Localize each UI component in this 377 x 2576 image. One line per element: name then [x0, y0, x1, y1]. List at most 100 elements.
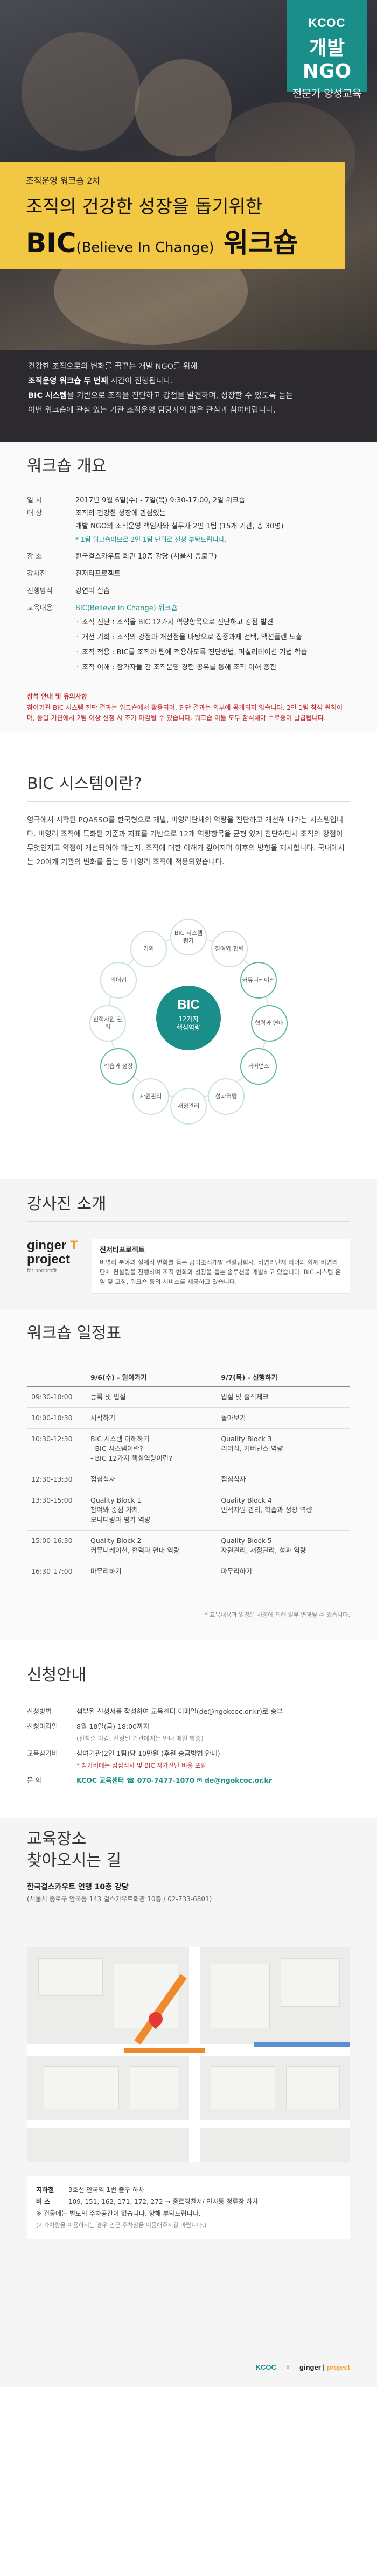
logo-separator: x: [285, 2363, 290, 2371]
intro-line: 조직운영 워크숍 두 번째 시간이 진행됩니다.: [28, 374, 377, 389]
row-value: 8월 18일(금) 18:00까지: [76, 1722, 150, 1730]
hero-banner: KCOC 개발NGO 전문가 양성교육 조직운영 워크숍 2차 조직의 건강한 …: [0, 0, 377, 350]
diagram-center: BIC 12가지 핵심역량: [156, 986, 221, 1050]
venue-name: 한국걸스카우트 연맹 10층 강당: [27, 1883, 129, 1891]
intro-line: 이번 워크숍에 관심 있는 기관 조직운영 담당자의 많은 관심과 참여바랍니다…: [28, 406, 276, 415]
schedule-cell: 입실 및 출석체크: [217, 1386, 350, 1408]
transit-value: 3호선 안국역 1번 출구 하차: [68, 2186, 144, 2194]
list-item: · 조직 진단 : 조직을 BIC 12가지 역량항목으로 진단하고 강점 발견: [76, 618, 274, 626]
schedule-cell: 마무리하기: [86, 1561, 217, 1582]
row-key: 신청마감일: [27, 1722, 58, 1730]
intro-text: 건강한 조직으로의 변화를 꿈꾸는 개발 NGO를 위해 조직운영 워크숍 두 …: [0, 350, 377, 442]
table-header: 9/6(수) - 알아가기 9/7(목) - 실행하기: [27, 1368, 350, 1387]
center-title: BIC: [177, 997, 200, 1012]
col-header: [27, 1368, 86, 1387]
row-value: 첨부된 신청서를 작성하여 교육센터 이메일(de@ngokcoc.or.kr)…: [76, 1707, 283, 1715]
transit-sub: (지가차량을 이용하시는 경우 인근 주차장을 이용해주시길 바랍니다.): [36, 2222, 207, 2229]
diagram-node: 성과역량: [208, 1078, 245, 1115]
intro-rest: 시간이 진행됩니다.: [108, 377, 173, 386]
intro-rest: 을 기반으로 조직을 진단하고 강점을 발견하며, 성장할 수 있도록 돕는: [67, 392, 293, 400]
diagram-node: BIC 시스템 평가: [170, 919, 207, 955]
instructor-card: 진저티프로젝트 비영리 분야의 실제적 변화를 돕는 공익조직개발 컨설팅회사.…: [92, 1239, 350, 1294]
row-key: 대 상: [27, 509, 43, 518]
schedule-section: 워크숍 일정표 9/6(수) - 알아가기 9/7(목) - 실행하기 09:3…: [0, 1309, 377, 1640]
row-value: (선착순 마감, 선정된 기관에게는 안내 메일 발송): [76, 1735, 204, 1742]
kcoc-logo: KCOC: [255, 2363, 276, 2371]
map-bus-route: [254, 2042, 350, 2047]
time-cell: 15:00-16:30: [27, 1530, 86, 1561]
time-cell: 10:00-10:30: [27, 1407, 86, 1429]
apply-row: * 참가비에는 점심식사 및 BIC 자가진단 비용 포함: [0, 1760, 377, 1771]
overview-row: 진행방식 강연과 실습: [0, 585, 377, 598]
notice-body: 참여기관 BIC 시스템 진단 결과는 워크숍에서 활용되며, 진단 결과는 외…: [27, 704, 343, 722]
row-key: [27, 1760, 76, 1771]
photo-figure: [22, 32, 140, 151]
apply-row: (선착순 마감, 선정된 기관에게는 안내 메일 발송): [0, 1733, 377, 1744]
logo-word: ginger: [299, 2363, 321, 2371]
section-heading: 교육장소 찾아오시는 길: [0, 1818, 377, 1872]
row-key: 진행방식: [27, 587, 53, 595]
row-value: 참여기관(2인 1팀)당 10만원 (후원 송금방법 안내): [76, 1749, 220, 1757]
transit-key: 버 스: [36, 2198, 51, 2205]
row-value: 2017년 9월 6일(수) - 7일(목) 9:30-17:00, 2일 워크…: [75, 497, 246, 505]
row-key: 일 시: [27, 497, 43, 505]
overview-section: 워크숍 개요 일 시 2017년 9월 6일(수) - 7일(목) 9:30-17…: [0, 442, 377, 732]
schedule-cell: 점심식사: [217, 1469, 350, 1490]
diagram-node: 협력과 연대: [251, 1005, 288, 1042]
row-value: BIC(Believe in Change) 워크숍: [75, 604, 178, 612]
photo-figure: [135, 59, 232, 156]
map-block: [211, 1964, 270, 2028]
title-line: 조직의 건강한 성장을 돕기위한: [26, 196, 263, 218]
contact-info[interactable]: KCOC 교육센터 ☎ 070-7477-1070 ✉ de@ngokcoc.o…: [76, 1776, 272, 1784]
schedule-cell: 등록 및 입실: [86, 1386, 217, 1408]
schedule-cell: 돌아보기: [217, 1407, 350, 1429]
list-item-text: 조직 적용 : BIC를 조직과 팀에 적용하도록 진단방법, 퍼실리테이션 기…: [82, 648, 308, 657]
transit-value: 109, 151, 162, 171, 172, 272 → 종로경찰서/ 인사…: [68, 2198, 259, 2205]
divider: [27, 1221, 350, 1222]
row-key: [27, 520, 75, 533]
map-road: [27, 2120, 350, 2128]
schedule-cell: 시작하기: [86, 1407, 217, 1429]
intro-bold: BIC 시스템: [28, 392, 67, 400]
schedule-cell: 점심식사: [86, 1469, 217, 1490]
row-value: 강연과 실습: [75, 587, 110, 595]
section-heading: 워크숍 개요: [27, 457, 107, 476]
transit-note: ※ 건물에는 별도의 주차공간이 없습니다. 양해 부탁드립니다.: [36, 2210, 201, 2217]
row-key: 신청방법: [27, 1707, 52, 1715]
venue-heading-2: 찾아오시는 길: [27, 1851, 122, 1870]
intro-line: BIC 시스템을 기반으로 조직을 진단하고 강점을 발견하며, 성장할 수 있…: [28, 389, 377, 403]
map-block: [211, 2066, 275, 2109]
apply-row: 신청방법 첨부된 신청서를 작성하여 교육센터 이메일(de@ngokcoc.or…: [0, 1706, 377, 1718]
map-road: [189, 1947, 200, 2162]
footer-logos: KCOC x ginger | project: [0, 2348, 377, 2386]
overview-note: * 1팀 워크숍이므로 2인 1팀 단위로 신청 부탁드립니다.: [75, 536, 227, 543]
divider: [27, 801, 350, 802]
list-item-text: 조직 진단 : 조직을 BIC 12가지 역량항목으로 진단하고 강점 발견: [82, 618, 274, 626]
instructor-desc: 비영리 분야의 실제적 변화를 돕는 공익조직개발 컨설팅회사. 비영리단체 리…: [100, 1259, 341, 1286]
list-item: · 개선 기회 : 조직의 강점과 개선점을 바탕으로 집중과제 선택, 액션플…: [76, 633, 302, 641]
title-bic: BIC: [26, 227, 76, 259]
schedule-note: * 교육내용과 일정은 사정에 의해 일부 변경될 수 있습니다.: [205, 1611, 350, 1618]
schedule-cell: 마무리하기: [217, 1561, 350, 1582]
time-cell: 12:30-13:30: [27, 1469, 86, 1490]
row-value: * 참가비에는 점심식사 및 BIC 자가진단 비용 포함: [76, 1762, 207, 1769]
notice-box: 참석 안내 및 유의사항 참여기관 BIC 시스템 진단 결과는 워크숍에서 활…: [27, 692, 350, 723]
instructor-name: 진저티프로젝트: [100, 1246, 145, 1254]
bic-diagram: BIC 12가지 핵심역량 BIC 시스템 평가 참여와 협력 커뮤니케이션 협…: [89, 919, 288, 1125]
schedule-cell: Quality Block 2 커뮤니케이션, 협력과 연대 역량: [86, 1530, 217, 1561]
row-value: 한국걸스카우트 회관 10층 강당 (서울시 종로구): [75, 553, 217, 561]
transit-row: 버 스 109, 151, 162, 171, 172, 272 → 종로경찰서/…: [36, 2196, 341, 2208]
intro-line: 건강한 조직으로의 변화를 꿈꾸는 개발 NGO를 위해: [28, 362, 198, 371]
map-block: [130, 2066, 178, 2109]
venue-map[interactable]: [27, 1947, 350, 2162]
